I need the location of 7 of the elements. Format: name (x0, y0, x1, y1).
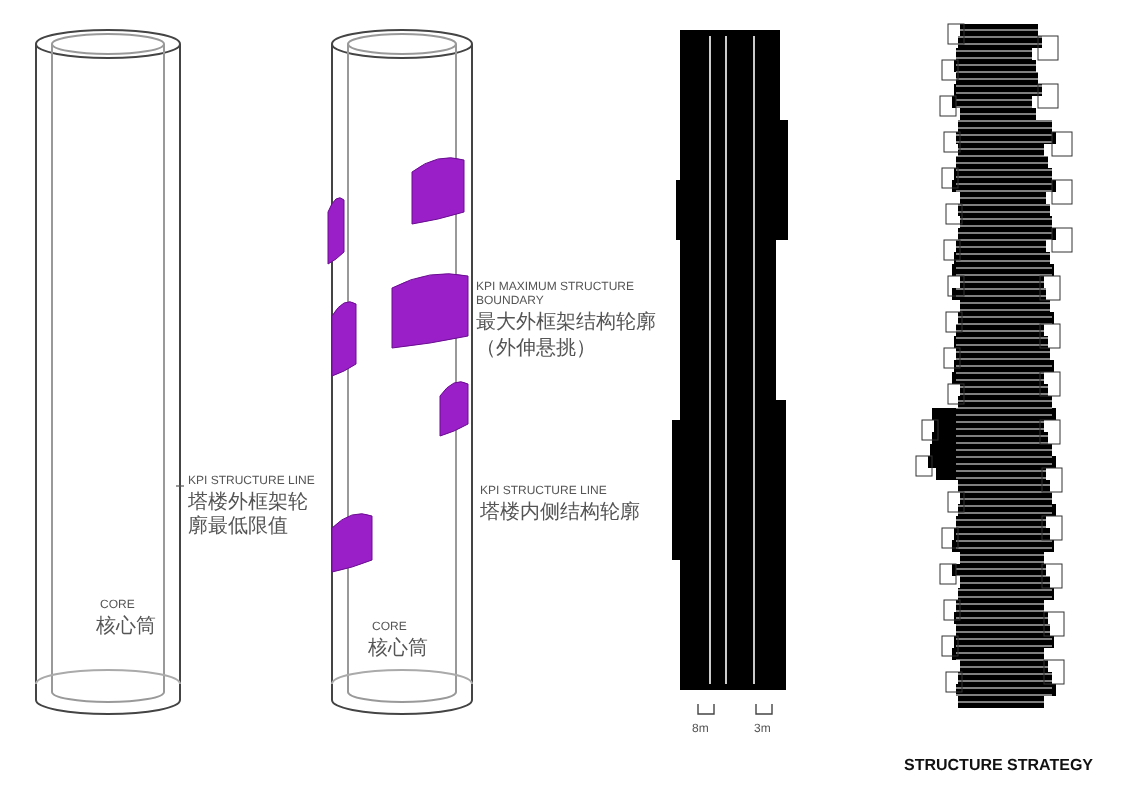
structure-line-label: 塔楼外框架轮廓最低限值 (188, 492, 310, 540)
core-label: 核心筒 (96, 616, 156, 640)
caption-text: STRUCTURE STRATEGY (904, 756, 1094, 776)
boundary-label: （外伸悬挑） (476, 338, 596, 362)
structure-line-label: 塔楼内侧结构轮廓 (480, 502, 640, 526)
boundary-label: 最大外框架结构轮廓 (476, 312, 658, 336)
core-label: 核心筒 (368, 638, 428, 662)
